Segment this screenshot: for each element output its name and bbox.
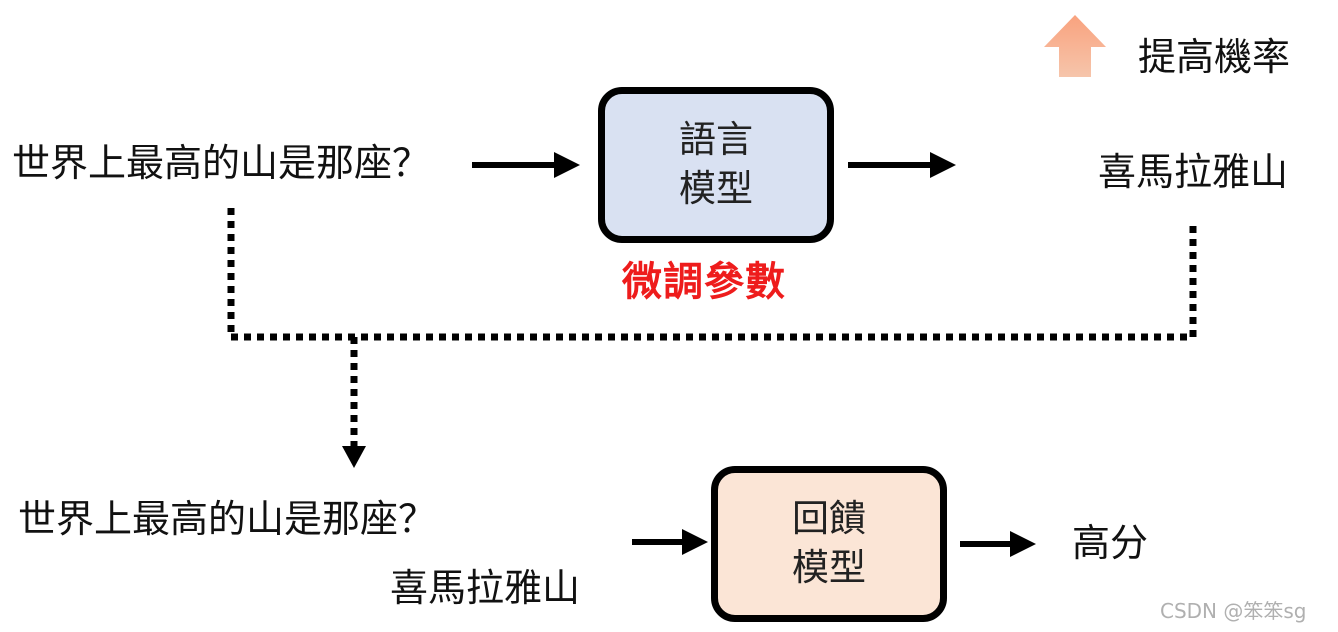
dotted-arrow-head <box>342 446 366 468</box>
watermark-text: CSDN @笨笨sg <box>1160 599 1307 623</box>
up-arrow-icon <box>1044 15 1106 77</box>
language-model-box: 語言 模型 <box>598 87 834 243</box>
top-answer-text: 喜馬拉雅山 <box>1098 150 1289 194</box>
feedback-model-line1: 回饋 <box>792 497 866 541</box>
language-model-line1: 語言 <box>679 118 753 162</box>
arrow-feedback-model-to-score <box>960 531 1036 557</box>
arrow-question-to-language-model <box>472 152 580 178</box>
arrow-inputs-to-feedback-model <box>632 529 708 555</box>
top-question-text: 世界上最高的山是那座？ <box>12 141 431 185</box>
fine-tune-label: 微調參數 <box>622 259 786 305</box>
feedback-model-box: 回饋 模型 <box>711 466 947 622</box>
dotted-feedback-path <box>227 208 1197 446</box>
score-output-text: 高分 <box>1072 521 1149 565</box>
arrow-language-model-to-answer <box>848 152 956 178</box>
feedback-model-line2: 模型 <box>792 546 866 589</box>
bottom-answer-text: 喜馬拉雅山 <box>390 566 581 610</box>
legend-label: 提高機率 <box>1138 35 1291 79</box>
bottom-question-text: 世界上最高的山是那座？ <box>18 497 437 541</box>
language-model-line2: 模型 <box>679 167 753 210</box>
